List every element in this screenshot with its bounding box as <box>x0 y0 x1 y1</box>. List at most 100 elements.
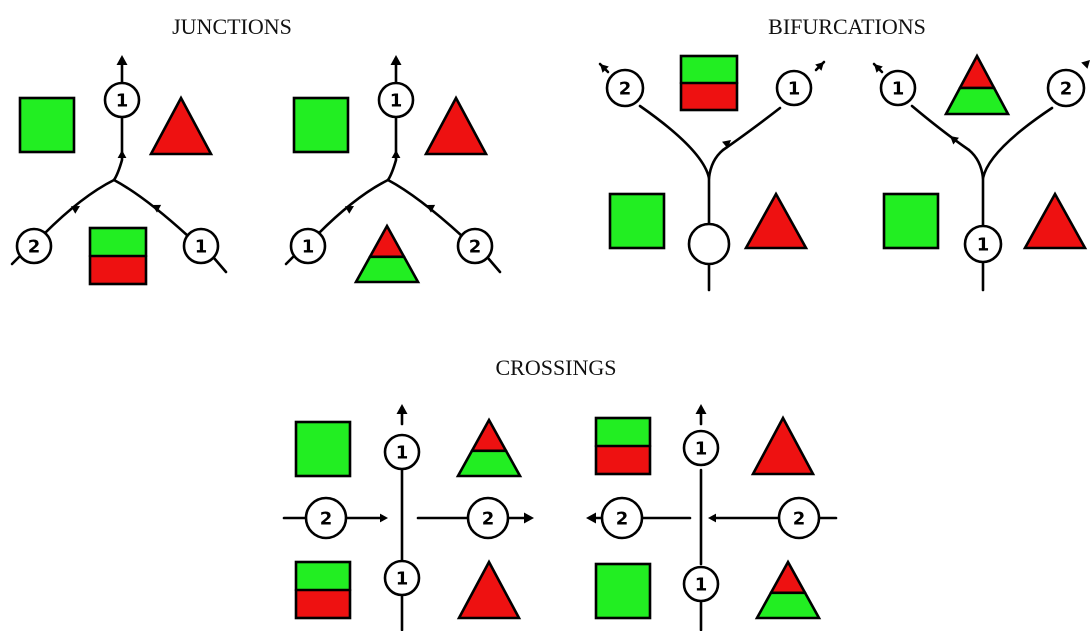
lane-circle <box>605 68 645 108</box>
lane-number-label: 2 <box>1060 79 1073 100</box>
lane-number-label: 2 <box>619 79 632 100</box>
lane-number-label: 1 <box>892 79 905 100</box>
road-line <box>386 178 464 238</box>
triangle-green-part-icon <box>356 256 418 282</box>
arrowhead-icon <box>586 512 596 524</box>
lane-number-label: 1 <box>977 235 990 256</box>
green-square-icon <box>294 420 352 478</box>
road-line <box>598 62 610 74</box>
lane-circle <box>687 222 731 266</box>
lane-number-label: 2 <box>793 509 806 530</box>
crossing-panel-2: 1 1 2 2 <box>586 404 838 631</box>
road-line <box>486 256 502 274</box>
lane-circle <box>775 69 813 107</box>
lane-circle <box>304 496 348 540</box>
arrowhead-icon <box>116 55 128 65</box>
arrowhead-icon <box>708 513 716 523</box>
red-triangle-icon <box>1022 191 1088 250</box>
road-line <box>721 106 782 152</box>
road-line <box>967 148 985 228</box>
arrowhead-icon <box>396 404 408 414</box>
lane-number-label: 1 <box>695 575 708 596</box>
arrowhead-icon <box>950 136 959 145</box>
arrowhead-icon <box>380 513 388 523</box>
road-line <box>112 178 190 238</box>
lane-number-label: 1 <box>695 439 708 460</box>
road-line <box>910 104 971 152</box>
road-line <box>212 256 228 274</box>
square-green-half-icon <box>681 56 737 83</box>
split-triangle-outline <box>943 53 1011 116</box>
lane-circle <box>377 81 415 119</box>
lane-number-label: 1 <box>390 91 403 112</box>
triangle-red-part-icon <box>471 420 507 451</box>
road-line <box>707 148 725 228</box>
arrowhead-icon <box>344 206 354 214</box>
lane-circle <box>879 69 917 107</box>
arrowhead-icon <box>70 206 80 214</box>
split-triangle-outline <box>455 417 523 478</box>
road-line <box>316 178 390 236</box>
lane-number-label: 2 <box>482 509 495 530</box>
junctions-title: JUNCTIONS <box>172 14 292 39</box>
arrowhead-icon <box>152 204 162 213</box>
triangle-green-part-icon <box>458 450 520 476</box>
lane-number-label: 1 <box>396 569 409 590</box>
road-line <box>284 254 296 266</box>
lane-circle <box>1046 68 1086 108</box>
square-green-half-icon <box>90 228 146 256</box>
lane-number-label: 2 <box>616 509 629 530</box>
road-line <box>386 114 398 182</box>
arrowhead-icon <box>695 404 707 414</box>
triangle-green-part-icon <box>946 87 1008 114</box>
lane-circle <box>682 429 720 467</box>
road-line <box>112 114 124 182</box>
crossings-title: CROSSINGS <box>495 355 617 380</box>
green-square-icon <box>594 562 652 620</box>
green-square-icon <box>608 192 666 250</box>
lane-number-label: 2 <box>28 237 41 258</box>
red-triangle-icon <box>750 415 816 476</box>
lane-circle <box>777 496 821 540</box>
lane-circle <box>289 227 327 265</box>
square-red-half-icon <box>90 256 146 284</box>
arrowhead-icon <box>391 150 401 158</box>
split-triangle-outline <box>754 559 822 620</box>
lane-circle <box>600 496 644 540</box>
square-green-half-icon <box>596 418 650 446</box>
road-line <box>872 62 884 74</box>
arrowhead-icon <box>722 140 731 149</box>
road-line <box>981 106 1054 180</box>
triangle-red-part-icon <box>959 56 995 88</box>
square-red-half-icon <box>596 446 650 474</box>
lane-circle <box>383 433 421 471</box>
arrowhead-icon <box>426 204 436 213</box>
green-square-icon <box>882 192 940 250</box>
lane-circle <box>103 81 141 119</box>
red-triangle-icon <box>423 95 489 156</box>
red-triangle-icon <box>743 191 809 250</box>
lane-circle <box>15 227 53 265</box>
square-red-half-icon <box>681 83 737 110</box>
red-triangle-icon <box>148 95 214 156</box>
road-line <box>42 178 116 236</box>
red-triangle-icon <box>456 559 522 620</box>
square-red-half-icon <box>296 590 350 618</box>
lane-circle <box>456 227 494 265</box>
road-line <box>814 60 826 72</box>
road-line <box>638 104 711 180</box>
triangle-red-part-icon <box>369 226 405 257</box>
triangle-green-part-icon <box>757 592 819 618</box>
square-green-half-icon <box>296 562 350 590</box>
lane-number-label: 1 <box>302 237 315 258</box>
bifurcations-title: BIFURCATIONS <box>768 14 926 39</box>
arrowhead-icon <box>390 55 402 65</box>
arrowhead-icon <box>524 512 534 524</box>
road-line <box>10 254 22 266</box>
green-square-icon <box>292 96 350 154</box>
lane-number-label: 2 <box>320 509 333 530</box>
